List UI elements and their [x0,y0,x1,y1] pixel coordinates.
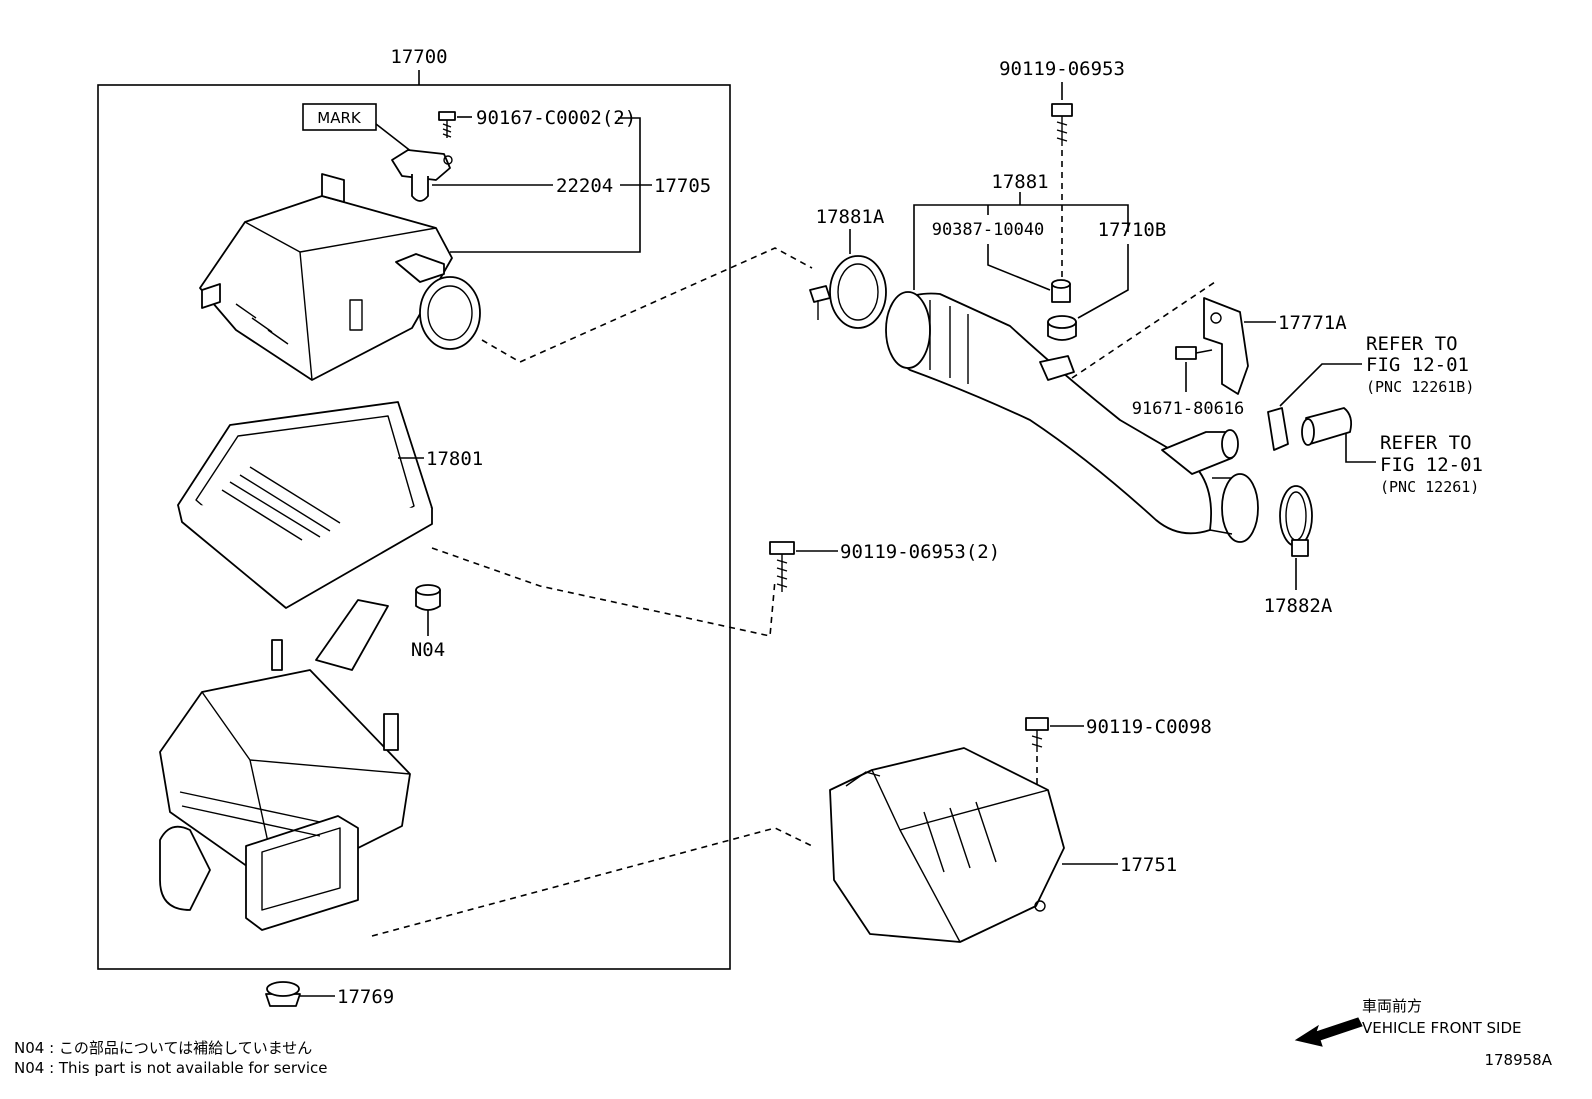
grommet-n04 [415,584,441,611]
clamp-17881A [809,255,887,329]
dash-hose-to-bracket [1071,279,1219,379]
bracket-17881 [913,204,1129,290]
assembly-number: 17700 [390,46,447,68]
bolt-91671 [1175,346,1213,360]
grommet-17710B [1047,315,1077,341]
label-90119-mid: 90119-06953(2) [840,541,1000,563]
direction-en: VEHICLE FRONT SIDE [1362,1019,1522,1037]
label-17881A: 17881A [816,206,885,228]
airflow-sensor-22204 [391,149,453,202]
label-17771A: 17771A [1278,312,1347,334]
mark-label: MARK [317,109,362,127]
dash-cap-to-clamp [481,247,813,363]
screw-90167 [438,111,456,138]
hose-12261 [1301,407,1353,446]
note-n04-en: N04 : This part is not available for ser… [14,1059,328,1077]
label-17705: 17705 [654,175,711,197]
label-90119-c0098: 90119-C0098 [1086,716,1212,738]
diagram-id: 178958A [1484,1051,1552,1069]
ref2-line2: FIG 12-01 [1380,454,1483,476]
label-90119-top: 90119-06953 [999,58,1125,80]
mark-box [302,103,377,131]
ref1-line3: (PNC 12261B) [1366,378,1474,396]
bolt-90119-c0098 [1025,717,1049,752]
clamp-17882A [1279,485,1313,557]
label-90167: 90167-C0002(2) [476,107,636,129]
mark-leader [375,123,413,153]
bolt-90119-mid [769,541,795,592]
dash-filter-to-bolt [431,547,776,637]
label-17769: 17769 [337,986,394,1008]
intake-duct-17751 [829,747,1065,943]
label-17882A: 17882A [1264,595,1333,617]
label-17801: 17801 [426,448,483,470]
label-17710B: 17710B [1098,219,1167,241]
spacer-90387 [1051,279,1071,303]
label-17881: 17881 [991,171,1048,193]
dash-case-to-duct [371,827,813,937]
ref1-line2: FIG 12-01 [1366,354,1469,376]
bracket-17771A [1203,297,1249,395]
note-n04-jp: N04 : この部品については補給していません [14,1039,312,1057]
ref2-line1: REFER TO [1380,432,1472,454]
assembly-frame [97,84,731,970]
bolt-90119-top [1051,103,1073,146]
ref1-line1: REFER TO [1366,333,1458,355]
ref2-line3: (PNC 12261) [1380,478,1479,496]
leader-ref1 [1279,363,1362,407]
front-direction-arrow [1294,1017,1363,1047]
label-91671: 91671-80616 [1132,399,1245,419]
air-filter-17801 [177,401,433,609]
direction-jp: 車両前方 [1362,997,1422,1015]
label-n04: N04 [411,639,445,661]
leader-ref2 [1345,434,1376,463]
intake-hose-17881 [885,291,1259,543]
label-22204: 22204 [556,175,613,197]
air-cleaner-case [159,599,411,931]
label-17751: 17751 [1120,854,1177,876]
grommet-17769 [265,981,301,1007]
label-90387: 90387-10040 [932,220,1045,240]
connector-12261B [1267,407,1289,451]
leader-17710B [1077,244,1129,319]
leader-90387 [987,244,1051,291]
air-cleaner-cap [199,173,481,381]
